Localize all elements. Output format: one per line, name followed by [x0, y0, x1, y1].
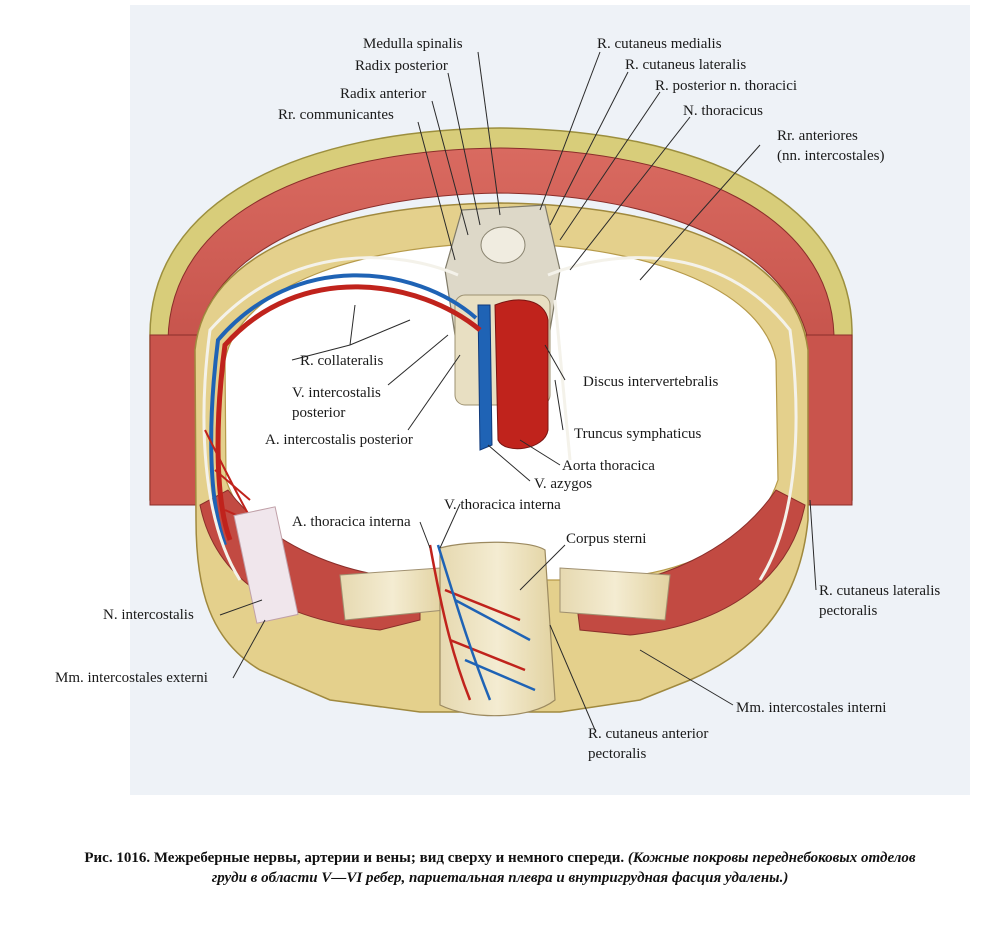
- label-v-thoracica-interna: V. thoracica interna: [444, 497, 561, 513]
- label-discus-intervertebralis: Discus intervertebralis: [583, 374, 719, 390]
- caption-title: Межреберные нервы, артерии и вены; вид с…: [153, 850, 625, 866]
- label-medulla-spinalis: Medulla spinalis: [363, 36, 463, 52]
- leader-lines: [219, 51, 817, 731]
- sternum: [439, 541, 556, 717]
- label-r-collateralis: R. collateralis: [300, 353, 383, 369]
- caption-note-2: груди в области V—VI ребер, париетальная…: [211, 870, 789, 886]
- caption-line-2: груди в области V—VI ребер, париетальная…: [20, 868, 980, 888]
- costal-cartilage-right: [559, 567, 671, 621]
- right-lateral-muscle-block: [805, 334, 853, 506]
- label-pectoralis-lateral: pectoralis: [819, 603, 877, 619]
- label-a-intercostalis-posterior: A. intercostalis posterior: [265, 432, 413, 448]
- skin-window-left: [233, 506, 299, 624]
- label-pectoralis-anterior: pectoralis: [588, 746, 646, 762]
- label-r-cutaneus-anterior: R. cutaneus anterior: [588, 726, 708, 742]
- label-corpus-sterni: Corpus sterni: [566, 531, 646, 547]
- posterior-intercostal-vein: [209, 273, 478, 546]
- label-n-intercostalis: N. intercostalis: [103, 607, 194, 623]
- caption-number: Рис. 1016.: [84, 850, 151, 866]
- label-mm-intercostales-externi: Mm. intercostales externi: [55, 670, 208, 686]
- figure-caption: Рис. 1016. Межреберные нервы, артерии и …: [20, 848, 980, 888]
- aorta: [494, 299, 549, 450]
- azygos-vein: [477, 304, 493, 451]
- sympathetic-trunk: [553, 299, 572, 461]
- label-n-thoracicus: N. thoracicus: [683, 103, 763, 119]
- posterior-intercostal-artery: [215, 284, 482, 541]
- label-nn-intercostales: (nn. intercostales): [777, 148, 884, 164]
- label-rr-anteriores: Rr. anteriores: [777, 128, 858, 144]
- label-v-intercostalis-posterior: posterior: [292, 405, 345, 421]
- label-radix-anterior: Radix anterior: [340, 86, 426, 102]
- label-v-intercostalis: V. intercostalis: [292, 385, 381, 401]
- label-r-cutaneus-medialis: R. cutaneus medialis: [597, 36, 722, 52]
- internal-thoracic-artery: [428, 544, 526, 701]
- anatomy-illustration: Medulla spinalis Radix posterior Radix a…: [55, 5, 970, 795]
- spinal-cord: [480, 226, 526, 264]
- internal-thoracic-vein: [436, 544, 536, 701]
- left-lateral-muscle-block: [149, 334, 199, 506]
- label-a-thoracica-interna: A. thoracica interna: [292, 514, 411, 530]
- label-mm-intercostales-interni: Mm. intercostales interni: [736, 700, 886, 716]
- label-rr-communicantes: Rr. communicantes: [278, 107, 394, 123]
- label-radix-posterior: Radix posterior: [355, 58, 448, 74]
- label-r-posterior-n-thoracici: R. posterior n. thoracici: [655, 78, 797, 94]
- intercostal-nerve-left: [202, 256, 459, 581]
- intercostal-nerve-right: [547, 256, 798, 581]
- label-r-cutaneus-lateralis-pectoralis: R. cutaneus lateralis: [819, 583, 940, 599]
- caption-note-1: (Кожные покровы переднебоковых отделов: [627, 850, 916, 866]
- caption-line-1: Рис. 1016. Межреберные нервы, артерии и …: [20, 848, 980, 868]
- label-aorta-thoracica: Aorta thoracica: [562, 458, 655, 474]
- label-truncus-symphaticus: Truncus symphaticus: [574, 426, 702, 442]
- label-v-azygos: V. azygos: [534, 476, 592, 492]
- label-r-cutaneus-lateralis: R. cutaneus lateralis: [625, 57, 746, 73]
